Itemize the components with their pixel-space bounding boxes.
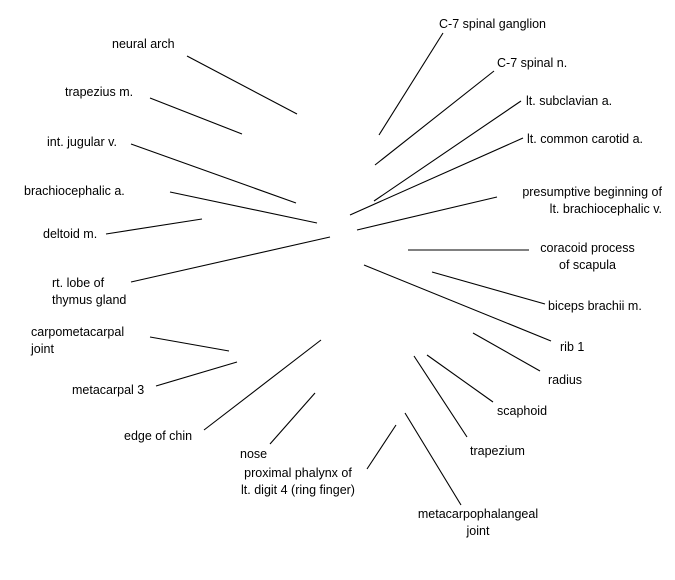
leader-line-common-carotid — [349, 137, 524, 216]
leader-line-mcp-joint — [404, 412, 462, 506]
label-rib-1: rib 1 — [560, 339, 584, 356]
label-nose: nose — [240, 446, 267, 463]
label-metacarpophalangeal-joint: metacarpophalangeal joint — [408, 506, 548, 540]
label-text: lt. common carotid a. — [527, 132, 644, 146]
label-brachiocephalic-a: brachiocephalic a. — [24, 183, 125, 200]
label-text: C-7 spinal ganglion — [439, 17, 547, 31]
label-text: deltoid m. — [43, 227, 98, 241]
label-lt-subclavian: lt. subclavian a. — [526, 93, 612, 110]
label-line-1: proximal phalynx of — [244, 466, 352, 480]
leader-line-presumptive — [356, 196, 498, 231]
label-trapezium: trapezium — [470, 443, 525, 460]
leader-line-scaphoid — [426, 354, 494, 403]
label-text: lt. subclavian a. — [526, 94, 613, 108]
label-line-1: carpometacarpal — [31, 325, 125, 339]
label-neural-arch: neural arch — [112, 36, 175, 53]
leader-line-trapezium — [413, 355, 468, 438]
leader-line-subclavian — [373, 100, 522, 202]
label-line-2: lt. brachiocephalic v. — [549, 202, 662, 216]
label-text: scaphoid — [497, 404, 548, 418]
label-text: trapezius m. — [65, 85, 134, 99]
leader-line-deltoid — [105, 218, 203, 235]
label-radius: radius — [548, 372, 582, 389]
leader-line-thymus — [130, 236, 331, 283]
label-line-2: of scapula — [559, 258, 616, 272]
label-text: int. jugular v. — [47, 135, 117, 149]
label-text: nose — [240, 447, 268, 461]
label-edge-of-chin: edge of chin — [124, 428, 192, 445]
leader-line-trapezius — [149, 97, 243, 135]
label-line-2: lt. digit 4 (ring finger) — [241, 483, 355, 497]
label-line-1: coracoid process — [540, 241, 635, 255]
label-metacarpal-3: metacarpal 3 — [72, 382, 144, 399]
leader-line-metacarpal3 — [155, 361, 238, 387]
label-text: rib 1 — [560, 340, 585, 354]
leader-line-c7-spinal-n — [374, 70, 495, 166]
label-coracoid-process: coracoid process of scapula — [530, 240, 645, 274]
label-line-2: joint — [466, 524, 490, 538]
label-deltoid: deltoid m. — [43, 226, 97, 243]
label-line-2: thymus gland — [52, 293, 127, 307]
leader-line-neural-arch — [186, 55, 298, 115]
label-line-1: metacarpophalangeal — [417, 507, 539, 521]
label-text: C-7 spinal n. — [497, 56, 568, 70]
label-carpometacarpal-joint: carpometacarpal joint — [31, 324, 124, 358]
label-c7-spinal-n: C-7 spinal n. — [497, 55, 567, 72]
leader-line-brachiocephalic — [169, 191, 318, 224]
leader-line-proximal-phalynx — [366, 424, 397, 470]
label-text: biceps brachii m. — [548, 299, 642, 313]
label-text: trapezium — [470, 444, 525, 458]
leader-line-biceps — [431, 271, 546, 305]
leader-line-radius — [472, 332, 541, 372]
label-line-1: rt. lobe of — [52, 276, 105, 290]
label-lt-common-carotid: lt. common carotid a. — [527, 131, 643, 148]
label-scaphoid: scaphoid — [497, 403, 547, 420]
label-proximal-phalynx: proximal phalynx of lt. digit 4 (ring fi… — [222, 465, 374, 499]
label-text: neural arch — [112, 37, 175, 51]
leader-line-c7-ganglion — [378, 32, 444, 136]
label-text: edge of chin — [124, 429, 193, 443]
label-text: brachiocephalic a. — [24, 184, 125, 198]
leader-line-nose — [269, 392, 316, 445]
leader-line-rib1 — [363, 264, 552, 342]
label-trapezius: trapezius m. — [65, 84, 133, 101]
label-line-1: presumptive beginning of — [522, 185, 662, 199]
label-thymus-gland: rt. lobe of thymus gland — [52, 275, 126, 309]
label-line-2: joint — [31, 342, 54, 356]
label-c7-spinal-ganglion: C-7 spinal ganglion — [439, 16, 546, 33]
label-presumptive-brachiocephalic-v: presumptive beginning of lt. brachioceph… — [497, 184, 662, 218]
leader-line-int-jugular — [130, 143, 297, 204]
label-int-jugular: int. jugular v. — [47, 134, 117, 151]
label-biceps-brachii: biceps brachii m. — [548, 298, 642, 315]
label-text: metacarpal 3 — [72, 383, 145, 397]
label-text: radius — [548, 373, 583, 387]
leader-line-edge-of-chin — [203, 339, 322, 431]
leader-line-carpometacarpal — [149, 336, 230, 352]
